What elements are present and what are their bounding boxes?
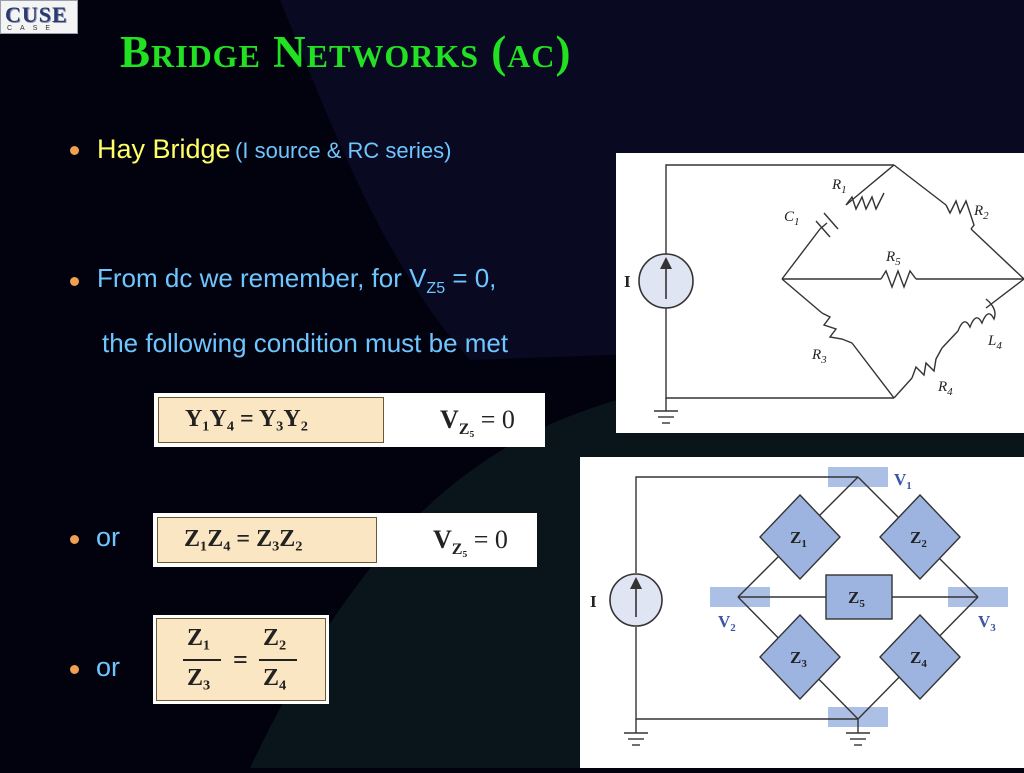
label-z2: Z bbox=[910, 528, 921, 547]
svg-text:V1: V1 bbox=[894, 470, 912, 492]
ratio-num-right: Z₂ bbox=[263, 625, 287, 651]
svg-text:R5: R5 bbox=[885, 249, 901, 268]
bullet-1-text: Hay Bridge (I source & RC series) bbox=[97, 134, 451, 165]
slide-title: Bridge Networks (ac) bbox=[120, 27, 572, 77]
ratio-num-left: Z₁ bbox=[187, 625, 211, 651]
label-r5: R bbox=[885, 249, 895, 265]
hay-source-label: I bbox=[624, 272, 631, 291]
label-z4-sub: 4 bbox=[921, 658, 927, 670]
general-bridge-svg: I Z1 Z2 Z3 Z4 Z5 V1 V2 V3 bbox=[590, 467, 1008, 746]
ratio-den-left: Z₃ bbox=[187, 665, 211, 691]
ratio-den-right: Z₄ bbox=[263, 665, 287, 691]
hay-bridge-note: (I source & RC series) bbox=[235, 138, 452, 163]
formula-impedance-box: Z₁Z₄ = Z₃Z₂ bbox=[157, 517, 377, 563]
label-z5-sub: 5 bbox=[859, 598, 865, 610]
bullet-4-text: or bbox=[96, 652, 121, 682]
formula-impedance: Z₁Z₄ = Z₃Z₂ VZ₅ = 0 bbox=[153, 513, 537, 567]
formula-admittance-v: VZ₅ = 0 bbox=[440, 405, 515, 439]
svg-text:Z5: Z5 bbox=[848, 588, 865, 610]
svg-text:V3: V3 bbox=[978, 612, 996, 634]
formula-admittance: Y₁Y₄ = Y₃Y₂ VZ₅ = 0 bbox=[154, 393, 545, 447]
hay-bridge-schematic: I R1 R2 C1 R5 L4 R3 R4 bbox=[616, 153, 1024, 433]
ratio-bar-left bbox=[183, 659, 221, 661]
formula-admittance-box: Y₁Y₄ = Y₃Y₂ bbox=[158, 397, 384, 443]
formula-impedance-v-value: = 0 bbox=[473, 525, 508, 554]
label-r1: R bbox=[831, 177, 841, 193]
ratio-bar-right bbox=[259, 659, 297, 661]
bullet-2-line2: the following condition must be met bbox=[102, 328, 509, 358]
bullet-marker-1 bbox=[70, 146, 79, 155]
label-z3: Z bbox=[790, 648, 801, 667]
formula-admittance-v-value: = 0 bbox=[480, 405, 515, 434]
label-r3: R bbox=[811, 347, 821, 363]
formula-ratio-box: Z₁ Z₃ = Z₂ Z₄ bbox=[156, 618, 326, 701]
label-r3-sub: 3 bbox=[820, 354, 827, 366]
formula-admittance-lhs: Y₁Y₄ = Y₃Y₂ bbox=[185, 406, 308, 432]
svg-text:L4: L4 bbox=[987, 333, 1002, 352]
hay-bridge-label: Hay Bridge bbox=[97, 134, 231, 164]
label-z3-sub: 3 bbox=[801, 658, 807, 670]
formula-impedance-lhs: Z₁Z₄ = Z₃Z₂ bbox=[184, 526, 303, 552]
label-r1-sub: 1 bbox=[841, 184, 847, 196]
label-v3: V bbox=[978, 612, 991, 631]
svg-text:R4: R4 bbox=[937, 379, 953, 398]
label-r2: R bbox=[973, 203, 983, 219]
svg-text:C1: C1 bbox=[784, 209, 800, 228]
svg-text:R2: R2 bbox=[973, 203, 989, 222]
general-bridge-diagram: I Z1 Z2 Z3 Z4 Z5 V1 V2 V3 bbox=[580, 457, 1024, 768]
label-r5-sub: 5 bbox=[895, 256, 901, 268]
formula-impedance-v: VZ₅ = 0 bbox=[433, 525, 508, 559]
label-z1-sub: 1 bbox=[801, 538, 807, 550]
general-source-label: I bbox=[590, 592, 597, 611]
bullet-marker-3 bbox=[70, 535, 79, 544]
hay-bridge-svg: I R1 R2 C1 R5 L4 R3 R4 bbox=[624, 164, 1024, 424]
label-v3-sub: 3 bbox=[990, 622, 996, 634]
label-r4: R bbox=[937, 379, 947, 395]
bullet-marker-4 bbox=[70, 665, 79, 674]
logo-sub-text: CASE bbox=[7, 25, 59, 32]
label-c1: C bbox=[784, 209, 795, 225]
label-l4: L bbox=[987, 333, 996, 349]
label-r2-sub: 2 bbox=[983, 210, 989, 222]
formula-impedance-v-letter: V bbox=[433, 525, 452, 554]
formula-impedance-v-sub: Z₅ bbox=[451, 541, 468, 559]
ratio-equals: = bbox=[233, 645, 248, 674]
bullet-2-prefix: From dc we remember, for V bbox=[97, 263, 427, 293]
svg-text:Z1: Z1 bbox=[790, 528, 807, 550]
label-v1-sub: 1 bbox=[906, 480, 912, 492]
label-v2: V bbox=[718, 612, 731, 631]
logo: CUSE CASE bbox=[0, 0, 78, 34]
svg-text:Z4: Z4 bbox=[910, 648, 927, 670]
formula-admittance-v-sub: Z₅ bbox=[458, 421, 475, 439]
bullet-2-suffix: = 0, bbox=[445, 263, 497, 293]
bullet-3-text: or bbox=[96, 522, 121, 552]
formula-admittance-v-letter: V bbox=[440, 405, 459, 434]
svg-text:V2: V2 bbox=[718, 612, 736, 634]
label-v1: V bbox=[894, 470, 907, 489]
label-l4-sub: 4 bbox=[996, 340, 1002, 352]
label-z2-sub: 2 bbox=[921, 538, 927, 550]
svg-text:Z2: Z2 bbox=[910, 528, 927, 550]
svg-text:R1: R1 bbox=[831, 177, 847, 196]
logo-main-text: CUSE bbox=[5, 2, 68, 27]
label-z1: Z bbox=[790, 528, 801, 547]
formula-ratio: Z₁ Z₃ = Z₂ Z₄ bbox=[153, 615, 329, 704]
label-c1-sub: 1 bbox=[794, 216, 800, 228]
label-v2-sub: 2 bbox=[730, 622, 736, 634]
svg-text:Z3: Z3 bbox=[790, 648, 807, 670]
label-z4: Z bbox=[910, 648, 921, 667]
bullet-2-line1: From dc we remember, for VZ5 = 0, bbox=[97, 263, 496, 298]
bullet-marker-2 bbox=[70, 277, 79, 286]
label-z5: Z bbox=[848, 588, 859, 607]
label-r4-sub: 4 bbox=[947, 386, 953, 398]
bullet-2-sub: Z5 bbox=[426, 280, 446, 298]
svg-text:R3: R3 bbox=[811, 347, 827, 366]
